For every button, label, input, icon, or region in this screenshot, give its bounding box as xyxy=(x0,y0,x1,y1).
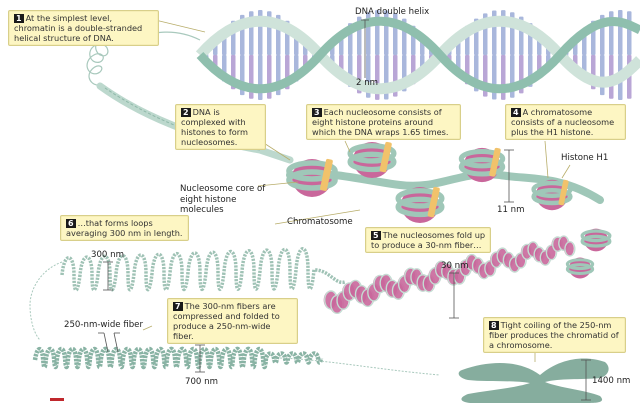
label-250nm-fiber: 250-nm-wide fiber xyxy=(64,320,144,330)
callout-number: 4 xyxy=(511,108,521,117)
300nm-looped-fiber xyxy=(60,247,346,292)
dna-wrap xyxy=(395,196,445,218)
base-pair xyxy=(618,10,623,55)
label-chromatosome: Chromatosome xyxy=(287,217,353,227)
dim-30nm: 30 nm xyxy=(441,261,469,271)
base-pair xyxy=(627,11,632,55)
dna-wrap xyxy=(531,187,573,206)
callout-number: 5 xyxy=(371,231,381,240)
dna-wrap xyxy=(565,258,595,271)
histone-h1 xyxy=(427,186,440,218)
callout-number: 6 xyxy=(66,219,76,228)
packed-nucleosome-wrap xyxy=(545,244,558,261)
dna-wrap xyxy=(580,229,612,243)
callout-number: 8 xyxy=(489,321,499,330)
figure-number-fragment xyxy=(50,398,64,401)
callout-text: …that forms loops averaging 300 nm in le… xyxy=(66,218,183,238)
callout-number: 2 xyxy=(181,108,191,117)
dna-wrap xyxy=(458,148,506,169)
30nm-fiber xyxy=(323,235,576,315)
250nm-dimension xyxy=(98,332,120,353)
nucleosome-chain xyxy=(286,141,612,279)
dna-double-helix xyxy=(195,10,640,100)
base-pair xyxy=(258,55,263,100)
packed-nucleosome-wrap xyxy=(514,252,527,269)
callout-number: 3 xyxy=(312,108,322,117)
callout-number: 1 xyxy=(14,14,24,23)
dna-wrap xyxy=(458,157,506,177)
30nm-dimension xyxy=(449,272,459,319)
dna-wrap xyxy=(347,143,397,164)
dna-wrap xyxy=(580,234,612,248)
callout-6: 6…that forms loops averaging 300 nm in l… xyxy=(60,215,189,241)
1400nm-dimension xyxy=(581,359,591,401)
dim-300nm: 300 nm xyxy=(91,250,124,260)
histone-h1 xyxy=(558,179,569,206)
700nm-dimension xyxy=(195,344,205,373)
helix-width-dimension xyxy=(361,19,369,78)
callout-text: The 300-nm fibers are compressed and fol… xyxy=(173,301,280,341)
dna-wrap xyxy=(565,263,595,276)
label-dna-double-helix: DNA double helix xyxy=(355,7,430,17)
callout-text: At the simplest level, chromatin is a do… xyxy=(14,13,143,43)
callout-number: 7 xyxy=(173,302,183,311)
callout-text: Each nucleosome consists of eight histon… xyxy=(312,107,449,137)
callout-text: Tight coiling of the 250-nm fiber produc… xyxy=(489,320,619,350)
250nm-coiled-fiber xyxy=(32,346,324,370)
dna-wrap xyxy=(531,180,573,199)
histone-h1 xyxy=(379,141,392,173)
callout-text: DNA is complexed with histones to form n… xyxy=(181,107,248,147)
packed-nucleosome xyxy=(563,241,574,256)
callout-text: A chromatosome consists of a nucleosome … xyxy=(511,107,615,137)
histone-h1 xyxy=(320,158,333,191)
dna-wrap xyxy=(286,169,338,191)
dim-700nm: 700 nm xyxy=(185,377,218,387)
dim-11nm: 11 nm xyxy=(497,205,525,215)
dna-wrap xyxy=(286,160,338,182)
chromosome xyxy=(458,358,609,403)
callout-text: The nucleosomes fold up to produce a 30-… xyxy=(371,230,486,250)
dna-wrap xyxy=(395,188,445,209)
label-histone-h1: Histone H1 xyxy=(561,153,609,163)
label-nucleosome-core: Nucleosome core of eight histone molecul… xyxy=(180,184,266,215)
300nm-dimension xyxy=(103,261,113,291)
packed-nucleosome-wrap xyxy=(564,241,576,257)
dim-2nm: 2 nm xyxy=(356,78,379,88)
base-pair xyxy=(600,55,605,96)
dna-wrap xyxy=(347,151,397,173)
histone-h1 xyxy=(489,147,501,177)
nucleosome-dimension xyxy=(504,149,514,203)
dim-1400nm: 1400 nm xyxy=(592,376,631,386)
